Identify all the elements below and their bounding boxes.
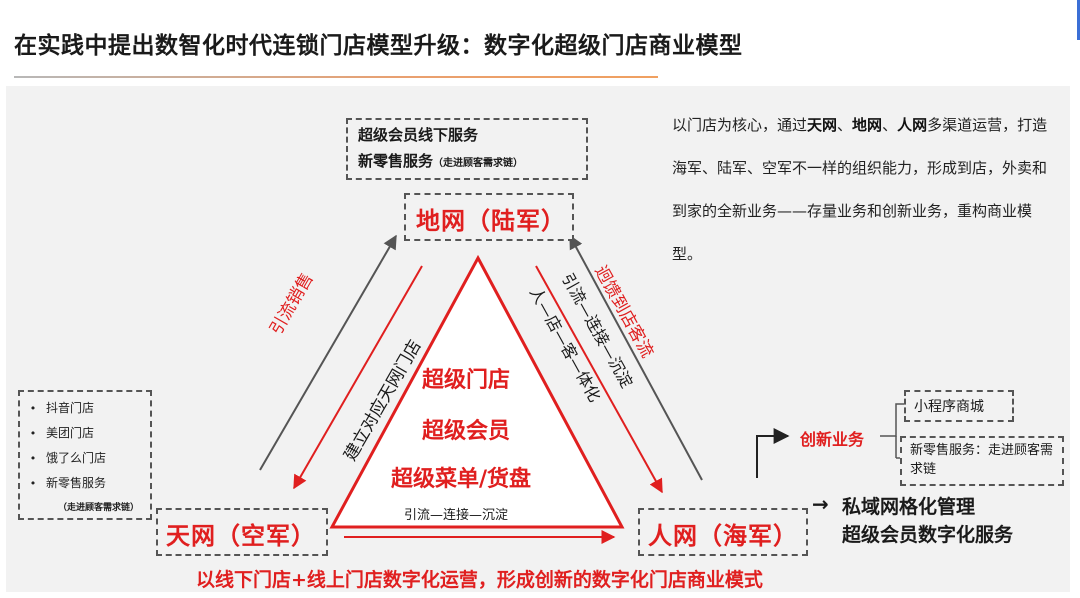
arrow-earth-to-people	[535, 265, 663, 494]
offline-service-line1: 超级会员线下服务	[358, 126, 479, 144]
online-store-box: 抖音门店 美团门店 饿了么门店 新零售服务 （走进顾客需求链）	[18, 390, 152, 520]
arrow-earth-to-sky	[293, 265, 423, 490]
online-store-note: （走进顾客需求链）	[58, 503, 140, 513]
edge-bottom-inner-label: 引流—连接—沉淀	[404, 508, 509, 523]
center-line3: 超级菜单/货盘	[391, 467, 532, 492]
online-store-list: 抖音门店 美团门店 饿了么门店 新零售服务	[20, 396, 106, 496]
node-sky-box: 天网（空军）	[156, 508, 328, 556]
center-triangle	[329, 254, 625, 529]
list-item: 美团门店	[20, 421, 106, 446]
innovation-bracket	[880, 403, 905, 437]
center-line2: 超级会员	[422, 419, 511, 444]
center-line1: 超级门店	[422, 368, 511, 393]
node-earth-label: 地网（陆军）	[416, 207, 566, 235]
mini-program-label: 小程序商城	[914, 399, 984, 415]
arrow-people-to-earth	[569, 234, 703, 481]
offline-service-box: 超级会员线下服务 新零售服务（走进顾客需求链）	[346, 118, 588, 180]
private-domain-label: 私域网格化管理	[842, 496, 976, 518]
title-underline	[14, 76, 658, 78]
private-domain-arrow: →	[812, 492, 829, 516]
list-item: 饿了么门店	[20, 446, 106, 471]
footer-summary: 以线下门店+线上门店数字化运营，形成创新的数字化门店商业模式	[196, 569, 763, 591]
node-sky-label: 天网（空军）	[166, 522, 316, 550]
offline-service-line2: 新零售服务（走进顾客需求链）	[358, 152, 524, 170]
list-item: 抖音门店	[20, 396, 106, 421]
model-description: 以门店为核心，通过天网、地网、人网多渠道运营，打造海军、陆军、空军不一样的组织能…	[672, 116, 1048, 263]
innovation-connector	[756, 428, 790, 478]
arrow-sky-to-earth	[259, 234, 397, 471]
page-title: 在实践中提出数智化时代连锁门店模型升级：数字化超级门店商业模型	[14, 33, 743, 59]
mini-program-box: 小程序商城	[904, 390, 1014, 422]
new-retail-label: 新零售服务：走进顾客需求链	[910, 443, 1054, 477]
innovation-label: 创新业务	[800, 430, 865, 449]
new-retail-box: 新零售服务：走进顾客需求链	[900, 436, 1064, 486]
super-member-label: 超级会员数字化服务	[842, 524, 1014, 546]
node-people-label: 人网（海军）	[648, 522, 798, 550]
corner-accent-bar	[1077, 0, 1080, 40]
list-item: 新零售服务	[20, 471, 106, 496]
node-people-box: 人网（海军）	[638, 508, 808, 556]
node-earth-box: 地网（陆军）	[404, 193, 574, 241]
